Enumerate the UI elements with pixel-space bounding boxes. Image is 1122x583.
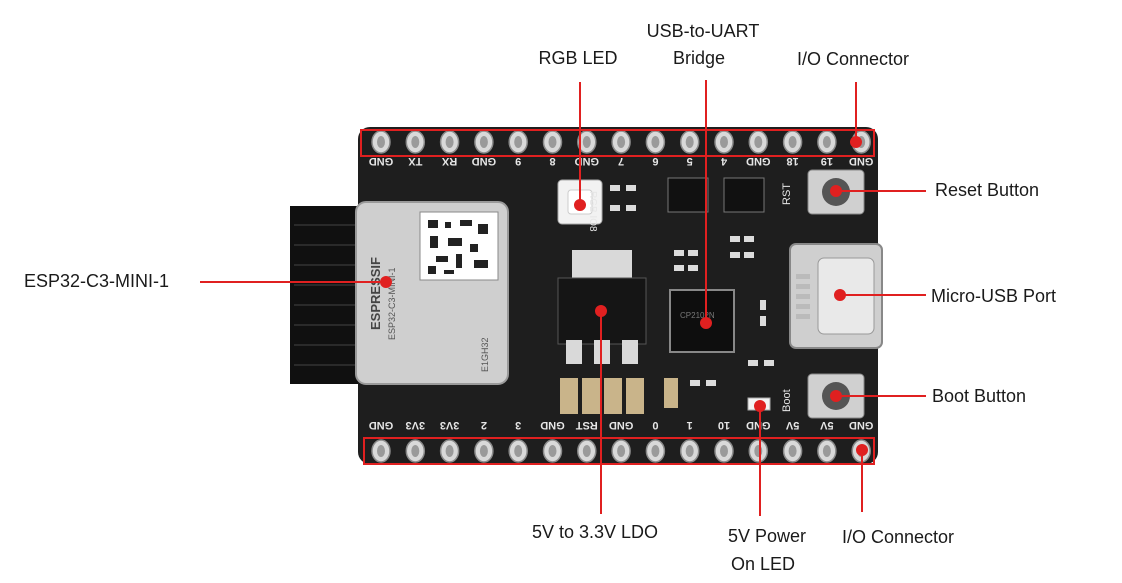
bottom-pin-hole bbox=[788, 445, 797, 457]
label-module: ESP32-C3-MINI-1 bbox=[24, 271, 170, 291]
bottom-pin-header bbox=[371, 439, 871, 463]
top-pin-hole bbox=[514, 136, 523, 148]
module-brand-text: ESPRESSIF bbox=[368, 257, 383, 330]
top-pin-label: 6 bbox=[652, 155, 658, 167]
bottom-pin-label: GND bbox=[369, 419, 394, 431]
bottom-pin-label: 1 bbox=[687, 419, 693, 431]
bottom-pin-label: GND bbox=[746, 419, 771, 431]
bottom-pin-hole bbox=[685, 445, 694, 457]
bottom-pin-hole bbox=[548, 445, 557, 457]
bottom-pin-label: 5V bbox=[820, 419, 834, 431]
top-pin-hole bbox=[479, 136, 488, 148]
top-pin-hole bbox=[617, 136, 626, 148]
bottom-pin-hole bbox=[822, 445, 831, 457]
label-usb-uart-line1: USB-to-UART bbox=[646, 21, 760, 41]
micro-usb-pins bbox=[796, 274, 810, 319]
label-power-led-line1: 5V Power bbox=[727, 526, 807, 546]
top-pin-label: 8 bbox=[549, 155, 555, 167]
smd-components bbox=[610, 177, 774, 386]
bottom-header-highlight bbox=[363, 437, 875, 465]
rgb-silkscreen: RGB IO8 bbox=[587, 191, 598, 232]
bottom-pin-labels: GND 3V3 3V3 2 3 GND RST GND 0 1 10 GND 5V 5V GND bbox=[369, 419, 874, 431]
antenna-stripes bbox=[294, 224, 366, 366]
boot-silkscreen: Boot bbox=[781, 389, 793, 412]
bottom-pin-label: GND bbox=[609, 419, 634, 431]
bottom-pin-label: 3 bbox=[515, 419, 521, 431]
bottom-pin-hole bbox=[445, 445, 454, 457]
label-usb-uart-line2: Bridge bbox=[672, 48, 726, 68]
bottom-pin-label: 5V bbox=[785, 419, 799, 431]
bottom-pin-label: 0 bbox=[652, 419, 658, 431]
bottom-pin-hole bbox=[617, 445, 626, 457]
top-pin-label: 18 bbox=[786, 155, 798, 167]
top-pin-hole bbox=[445, 136, 454, 148]
top-pin-label: 9 bbox=[515, 155, 521, 167]
capacitors bbox=[560, 378, 678, 414]
label-reset-button: Reset Button bbox=[935, 180, 1040, 200]
bottom-pin-label: 3V3 bbox=[406, 419, 426, 431]
top-pin-hole bbox=[548, 136, 557, 148]
top-pin-label: RX bbox=[441, 155, 457, 167]
top-pin-hole bbox=[411, 136, 420, 148]
bridge-chip-text: CP2102N bbox=[680, 311, 715, 320]
qr-pattern bbox=[428, 220, 488, 274]
top-pin-label: GND bbox=[746, 155, 771, 167]
top-pin-hole bbox=[651, 136, 660, 148]
top-pin-header bbox=[371, 130, 871, 154]
top-pin-label: 19 bbox=[821, 155, 833, 167]
top-pin-hole bbox=[582, 136, 591, 148]
label-rgb-led: RGB LED bbox=[538, 48, 618, 68]
callout-lines bbox=[200, 80, 926, 516]
top-pin-label: GND bbox=[849, 155, 874, 167]
bottom-pin-hole bbox=[377, 445, 385, 457]
top-pin-hole bbox=[754, 136, 763, 148]
label-power-led-line2: On LED bbox=[730, 554, 796, 574]
bottom-pin-hole bbox=[651, 445, 660, 457]
top-header-highlight bbox=[360, 129, 875, 157]
top-pin-label: TX bbox=[408, 155, 423, 167]
bottom-pin-hole bbox=[479, 445, 488, 457]
bottom-pin-label: RST bbox=[576, 419, 598, 431]
bottom-pin-hole bbox=[514, 445, 523, 457]
top-pin-hole bbox=[822, 136, 831, 148]
label-boot-button: Boot Button bbox=[932, 386, 1027, 406]
bottom-pin-label: 3V3 bbox=[440, 419, 460, 431]
ldo-tab bbox=[572, 250, 632, 280]
ldo-legs bbox=[566, 340, 638, 364]
label-micro-usb: Micro-USB Port bbox=[931, 286, 1057, 306]
bottom-pin-label: 2 bbox=[481, 419, 487, 431]
top-pin-label: GND bbox=[369, 155, 394, 167]
bottom-pin-hole bbox=[720, 445, 728, 457]
bottom-pin-hole bbox=[582, 445, 591, 457]
top-pin-label: 4 bbox=[720, 155, 727, 167]
top-pin-label: GND bbox=[472, 155, 497, 167]
module-model-text: ESP32-C3-MINI-1 bbox=[387, 267, 397, 340]
top-pin-hole bbox=[685, 136, 694, 148]
bottom-pin-label: GND bbox=[540, 419, 565, 431]
top-pin-hole bbox=[377, 136, 385, 148]
bottom-pin-label: GND bbox=[849, 419, 874, 431]
bottom-pin-label: 10 bbox=[718, 419, 730, 431]
bottom-pin-hole bbox=[754, 445, 763, 457]
bottom-pin-hole bbox=[411, 445, 420, 457]
label-io-connector-bottom: I/O Connector bbox=[841, 527, 955, 547]
label-io-connector-top: I/O Connector bbox=[796, 49, 910, 69]
module-code-text: E1GH32 bbox=[480, 337, 490, 372]
top-pin-label: 5 bbox=[687, 155, 693, 167]
top-pin-hole bbox=[720, 136, 728, 148]
top-pin-label: 7 bbox=[618, 155, 624, 167]
top-pin-hole bbox=[788, 136, 797, 148]
rst-silkscreen: RST bbox=[781, 183, 793, 205]
label-ldo: 5V to 3.3V LDO bbox=[531, 522, 659, 542]
